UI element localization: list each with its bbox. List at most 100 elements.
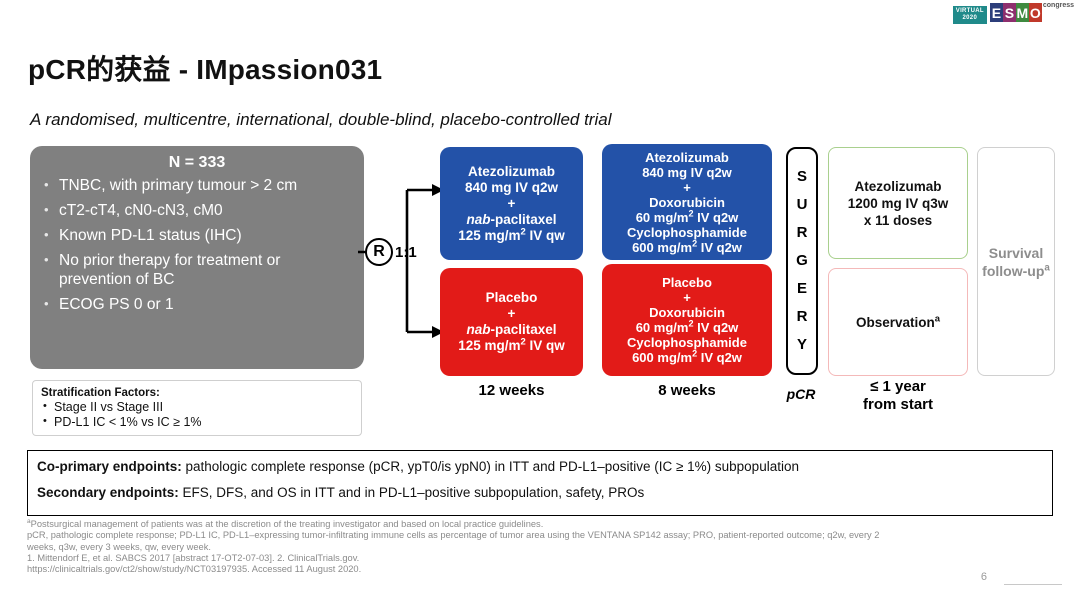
surgery-letter: R: [796, 224, 808, 241]
one-year-line-1: ≤ 1 year: [870, 378, 926, 395]
eligibility-criteria-list: TNBC, with primary tumour > 2 cm cT2-cT4…: [40, 175, 354, 314]
randomisation-node: R 1:1: [365, 238, 417, 266]
observation-text: Observation: [855, 314, 935, 330]
population-box: N = 333 TNBC, with primary tumour > 2 cm…: [30, 146, 364, 369]
footnote-line-3: weeks, q3w, every 3 weeks, qw, every wee…: [27, 541, 211, 552]
timeline-8-weeks: 8 weeks: [658, 382, 716, 399]
survival-line-2: follow-up: [982, 262, 1045, 279]
esmo-wordmark: E S M O: [989, 3, 1042, 22]
secondary-endpoints-text: EFS, DFS, and OS in ITT and in PD-L1–pos…: [178, 485, 645, 500]
arm-box-placebo-ac: Placebo + Doxorubicin 60 mg/m2 IV q2w Cy…: [602, 264, 772, 376]
arm-line: Cyclophosphamide: [627, 224, 747, 240]
stratification-factors-box: Stratification Factors: Stage II vs Stag…: [32, 380, 362, 436]
arm-box-atezolizumab-ac: Atezolizumab 840 mg IV q2w + Doxorubicin…: [602, 144, 772, 260]
surgery-letter: G: [796, 252, 808, 269]
list-item: TNBC, with primary tumour > 2 cm: [40, 175, 354, 195]
post-surgery-observation-box: Observationa: [828, 268, 968, 376]
list-item: Known PD-L1 status (IHC): [40, 225, 354, 245]
page-number: 6: [980, 571, 987, 583]
arm-box-atezolizumab-nab-paclitaxel: Atezolizumab 840 mg IV q2w + nab-paclita…: [440, 147, 583, 260]
esmo-letter-o: O: [1028, 3, 1042, 22]
virtual-label: VIRTUAL: [955, 8, 984, 14]
page-title: pCR的获益 - IMpassion031: [28, 54, 383, 85]
randomisation-ratio: 1:1: [395, 244, 417, 261]
randomisation-arrows: [358, 184, 444, 338]
survival-followup-label: Survival follow-upa: [982, 244, 1050, 280]
surgery-column: S U R G E R Y: [786, 147, 818, 375]
arm-line: 840 mg IV q2w: [642, 164, 732, 180]
post-line: Atezolizumab: [854, 178, 942, 194]
virtual-year: 2020: [962, 15, 978, 21]
surgery-letter: E: [796, 280, 807, 297]
timeline-pcr-label: pCR: [786, 386, 816, 402]
timeline-one-year: ≤ 1 year from start: [828, 378, 968, 414]
arm-line: Cyclophosphamide: [627, 335, 747, 350]
congress-label: congress: [1042, 2, 1074, 9]
endpoints-box: Co-primary endpoints: pathologic complet…: [27, 450, 1053, 516]
page-subtitle: A randomised, multicentre, international…: [30, 110, 612, 129]
footnote-line-1: aPostsurgical management of patients was…: [27, 517, 1057, 530]
list-item: Stage II vs Stage III: [41, 399, 353, 415]
arm-line: Placebo: [485, 290, 538, 305]
post-line: x 11 doses: [863, 212, 933, 228]
list-item: ECOG PS 0 or 1: [40, 294, 354, 314]
coprimary-endpoints-text: pathologic complete response (pCR, ypT0/…: [181, 459, 799, 474]
arm-line: 600 mg/m2 IV q2w: [632, 348, 742, 365]
esmo-congress-logo: VIRTUAL 2020 E S M O congress: [952, 2, 1074, 25]
surgery-letter: U: [796, 196, 808, 213]
coprimary-endpoints-label: Co-primary endpoints:: [37, 459, 182, 474]
timeline-12-weeks: 12 weeks: [478, 382, 545, 399]
footnote-1-text: Postsurgical management of patients was …: [30, 519, 544, 529]
arm-line: Doxorubicin: [649, 305, 725, 320]
population-count: N = 333: [168, 154, 226, 171]
arm-line: 60 mg/m2 IV q2w: [635, 318, 739, 335]
secondary-endpoints-line: Secondary endpoints: EFS, DFS, and OS in…: [37, 484, 1043, 501]
arm-line: Atezolizumab: [467, 163, 555, 179]
list-item: PD-L1 IC < 1% vs IC ≥ 1%: [41, 414, 353, 430]
arm-line: 60 mg/m2 IV q2w: [635, 208, 739, 225]
footnote-line-2: pCR, pathologic complete response; PD-L1…: [27, 530, 880, 541]
arm-line: +: [507, 306, 516, 321]
footnote-marker: a: [27, 517, 31, 525]
footnotes-block: aPostsurgical management of patients was…: [27, 517, 1057, 575]
arm-line: +: [683, 290, 691, 305]
stratification-title: Stratification Factors:: [41, 387, 160, 399]
list-item: cT2-cT4, cN0-cN3, cM0: [40, 200, 354, 220]
surgery-letter: Y: [796, 336, 807, 353]
arm-line: +: [683, 179, 691, 195]
post-surgery-atezolizumab-label: Atezolizumab 1200 mg IV q3w x 11 doses: [848, 178, 949, 229]
arm-line: nab-paclitaxel: [466, 322, 557, 337]
coprimary-endpoints-line: Co-primary endpoints: pathologic complet…: [37, 458, 1043, 475]
footnote-marker: a: [934, 313, 941, 324]
virtual-2020-badge: VIRTUAL 2020: [952, 6, 987, 24]
randomisation-icon: R: [365, 238, 393, 266]
footnote-marker: a: [1044, 261, 1050, 273]
arm-line: nab-paclitaxel: [466, 211, 557, 227]
esmo-letter-m: M: [1015, 3, 1029, 22]
survival-line-1: Survival: [988, 244, 1044, 261]
post-line: 1200 mg IV q3w: [847, 195, 949, 211]
secondary-endpoints-label: Secondary endpoints:: [37, 485, 179, 500]
bottom-divider: [1004, 584, 1062, 585]
arm-line: Doxorubicin: [649, 194, 725, 210]
arm-line: 125 mg/m2 IV qw: [458, 226, 565, 243]
arm-line: 600 mg/m2 IV q2w: [632, 238, 742, 255]
survival-followup-box: Survival follow-upa: [977, 147, 1055, 376]
arm-line: 840 mg IV q2w: [464, 179, 559, 195]
stratification-list: Stage II vs Stage III PD-L1 IC < 1% vs I…: [41, 399, 353, 430]
footnote-line-4: 1. Mittendorf E, et al. SABCS 2017 [abst…: [27, 552, 360, 563]
one-year-line-2: from start: [862, 396, 933, 413]
post-surgery-atezolizumab-box: Atezolizumab 1200 mg IV q3w x 11 doses: [828, 147, 968, 259]
arm-line: +: [507, 195, 516, 211]
survival-line-2-wrap: follow-upa: [982, 262, 1050, 280]
esmo-letter-s: S: [1002, 3, 1016, 22]
footnote-line-5: https://clinicaltrials.gov/ct2/show/stud…: [27, 564, 362, 575]
surgery-letter: S: [796, 168, 807, 185]
list-item: No prior therapy for treatment or preven…: [40, 250, 354, 289]
arm-line: Atezolizumab: [645, 149, 729, 165]
observation-label: Observationa: [855, 313, 941, 330]
surgery-letter: R: [796, 308, 808, 325]
arm-line: Placebo: [662, 275, 712, 290]
arm-box-placebo-nab-paclitaxel: Placebo + nab-paclitaxel 125 mg/m2 IV qw: [440, 268, 583, 376]
